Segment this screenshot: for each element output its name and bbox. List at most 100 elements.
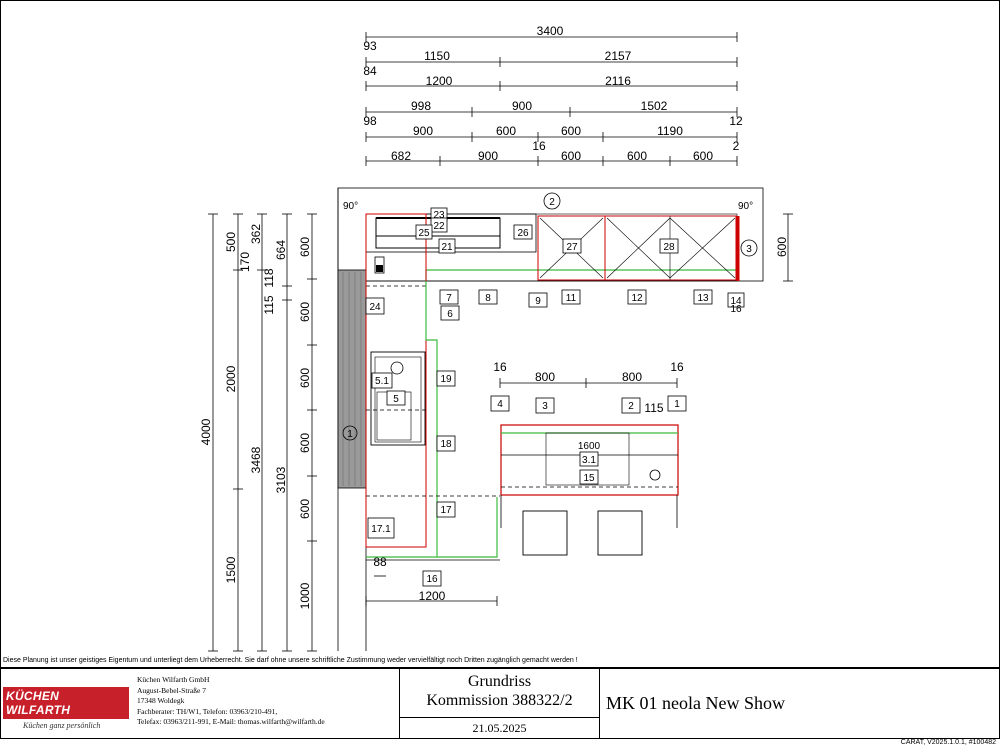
dim-label: 600 [561, 124, 581, 138]
item-label: 27 [566, 242, 578, 253]
title-block: KÜCHEN WILFARTH Küchen ganz persönlich K… [0, 668, 1000, 739]
dim-label: 998 [411, 99, 431, 113]
item-label: 12 [631, 293, 643, 304]
dim-label: 600 [627, 149, 647, 163]
item-label: 15 [583, 473, 595, 484]
dim-label: 12 [729, 114, 743, 128]
dim-label: 1190 [657, 124, 683, 138]
circle-marker [342, 425, 358, 441]
dim-label: 900 [512, 99, 532, 113]
left-dimension-labels: 4000 500 2000 1500 170 362 115 118 3468 … [199, 224, 312, 610]
dim-label: 1200 [419, 589, 446, 603]
dim-label: 84 [363, 64, 377, 78]
company-address: Küchen Wilfarth GmbH August-Bebel-Straße… [137, 675, 325, 728]
logo-tagline: Küchen ganz persönlich [23, 721, 101, 730]
title-cell: Grundriss Kommission 388322/2 21.05.2025 [399, 668, 600, 739]
dim-label: 115 [644, 401, 663, 415]
left-dimension-lines [208, 213, 317, 652]
dim-label: 800 [535, 370, 555, 384]
dim-label: 1200 [426, 74, 453, 88]
circle-label: 2 [549, 197, 555, 208]
dim-label: 600 [298, 368, 312, 388]
item-label: 19 [440, 374, 452, 385]
item-label: 9 [535, 296, 541, 307]
dim-label: 682 [391, 149, 411, 163]
dim-label: 600 [693, 149, 713, 163]
top-dimension-lines [365, 32, 738, 166]
item-label: 18 [440, 439, 452, 450]
dim-label: 2157 [605, 49, 632, 63]
dim-label: 2 [733, 139, 740, 153]
item-label: 8 [485, 293, 491, 304]
dim-label: 98 [363, 114, 377, 128]
circle-label: 1 [347, 429, 353, 440]
disclaimer: Diese Planung ist unser geistiges Eigent… [3, 657, 578, 664]
project-cell: MK 01 neola New Show [599, 668, 1000, 739]
dim-label: 600 [298, 237, 312, 257]
dim-label: 600 [298, 302, 312, 322]
item-label: 17.1 [371, 524, 391, 535]
item-label: 28 [663, 242, 675, 253]
item-label: 25 [418, 228, 430, 239]
dim-label: 1500 [224, 556, 238, 583]
dim-label: 362 [249, 224, 263, 244]
item-label: 26 [517, 228, 529, 239]
dim-label: 900 [478, 149, 498, 163]
item-label: 5.1 [375, 376, 389, 387]
dim-label: 500 [224, 232, 238, 252]
dim-label: 900 [413, 124, 433, 138]
company-street: August-Bebel-Straße 7 [137, 685, 206, 695]
dim-label: 93 [363, 39, 377, 53]
item-label: 1 [674, 399, 680, 410]
company-contact: Telefax: 03963/211-991, E-Mail: thomas.w… [137, 717, 325, 726]
dim-label: 118 [262, 268, 276, 287]
item-label: 3.1 [582, 455, 596, 466]
item-label: 6 [447, 309, 453, 320]
item-label: 1600 [578, 441, 601, 452]
angle-label: 90° [343, 201, 358, 212]
floor-plan-drawing: 3400 93 1150 2157 84 1200 2116 998 900 1… [0, 0, 1000, 668]
dim-label: 600 [298, 499, 312, 519]
angle-label: 90° [738, 201, 753, 212]
dim-label: 1150 [424, 49, 450, 63]
item-label: 21 [441, 242, 453, 253]
company-name: Küchen Wilfarth GmbH [137, 675, 210, 684]
company-logo: KÜCHEN WILFARTH Küchen ganz persönlich [3, 687, 129, 730]
item-labels: 23 22 25 21 26 27 28 7 8 9 11 12 13 14 1… [365, 207, 745, 587]
project-name: MK 01 neola New Show [606, 693, 785, 713]
dim-label: 600 [298, 433, 312, 453]
dim-label: 1000 [298, 582, 312, 609]
walls [337, 187, 764, 651]
item-label: 24 [369, 302, 381, 313]
item-label: 2 [628, 401, 634, 412]
dim-label: 3468 [249, 446, 263, 473]
circle-label: 3 [746, 244, 752, 255]
dim-label: 2116 [605, 74, 631, 88]
item-label: 3 [542, 401, 548, 412]
dim-label: 600 [496, 124, 516, 138]
item-label: 13 [697, 293, 709, 304]
left-counter-run [365, 213, 500, 561]
dim-label: 16 [532, 139, 546, 153]
logo-text: KÜCHEN WILFARTH [3, 687, 129, 719]
item-label: 22 [433, 221, 445, 232]
dim-label: 4000 [199, 418, 213, 445]
dim-label: 800 [622, 370, 642, 384]
dim-label: 3103 [274, 466, 288, 493]
dim-label: 88 [373, 555, 387, 569]
drawing-title: Grundriss [467, 673, 532, 690]
dim-label: 115 [262, 295, 276, 314]
item-label: 23 [433, 210, 445, 221]
island [500, 424, 679, 556]
dim-label: 170 [238, 252, 252, 272]
plan-date: 21.05.2025 [472, 721, 527, 735]
commission-number: Kommission 388322/2 [426, 692, 573, 709]
item-label: 11 [566, 293, 577, 304]
company-advisor: Fachberater: TH/W1, Telefon: 03963/210-4… [137, 706, 278, 716]
company-city: 17348 Woldegk [137, 696, 185, 705]
item-label: 17 [440, 505, 452, 516]
dim-label: 600 [775, 237, 789, 257]
dim-label: 600 [561, 149, 581, 163]
dim-label: 16 [493, 360, 507, 374]
version-info: CARAT, V2025.1.0.1, #100482 [900, 739, 996, 746]
